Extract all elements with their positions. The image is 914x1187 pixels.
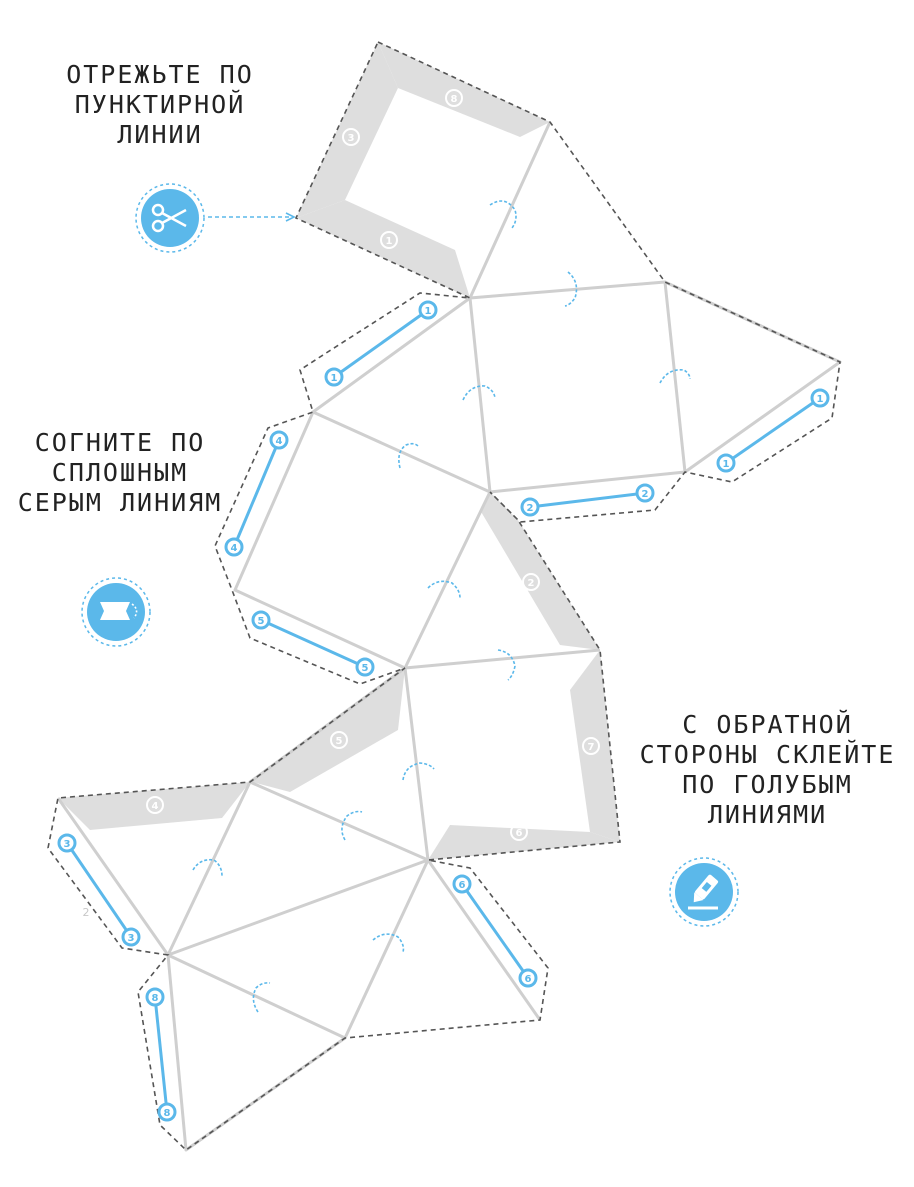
fold-line-e — [404, 648, 601, 670]
svg-text:4: 4 — [276, 436, 283, 447]
fold-line-i — [166, 954, 346, 1152]
svg-text:5: 5 — [336, 736, 343, 747]
cut-connector — [208, 212, 296, 222]
cut-instruction: ОТРЕЖЬТЕ ПО ПУНКТИРНОЙ ЛИНИИ — [66, 60, 254, 149]
glue-instruction: С ОБРАТНОЙ СТОРОНЫ СКЛЕЙТЕ ПО ГОЛУБЫМ ЛИ… — [639, 710, 896, 829]
blue-marker: 4 — [269, 430, 289, 450]
blue-marker: 4 — [224, 537, 244, 557]
svg-text:4: 4 — [231, 543, 238, 554]
svg-text:6: 6 — [516, 828, 523, 839]
blue-marker: 2 — [520, 497, 540, 517]
fold-arrow — [489, 200, 517, 229]
svg-text:8: 8 — [164, 1108, 171, 1119]
svg-text:1: 1 — [386, 236, 393, 247]
glue-icon — [669, 857, 739, 927]
gray-tab-marker: 6 — [510, 823, 528, 841]
blue-markers: 1 1 4 4 5 5 2 2 1 1 6 6 3 3 8 8 — [57, 300, 830, 1122]
gray-tab-marker: 3 — [342, 128, 360, 146]
blue-marker: 2 — [635, 483, 655, 503]
blue-marker: 1 — [810, 388, 830, 408]
fold-arrow — [341, 810, 363, 841]
blue-marker: 3 — [57, 833, 77, 853]
fold-line-h — [167, 859, 430, 1040]
fold-line-a — [468, 121, 552, 299]
blue-glue-lines — [65, 308, 821, 1113]
fold-arrow — [398, 442, 419, 469]
gray-tab-7 — [570, 650, 620, 842]
fold-icon — [81, 577, 151, 647]
svg-text:1: 1 — [817, 394, 824, 405]
svg-text:1: 1 — [331, 373, 338, 384]
svg-text:7: 7 — [588, 742, 595, 753]
blue-marker: 3 — [121, 927, 141, 947]
stray-label: 2 — [83, 906, 90, 919]
fold-arrow — [462, 385, 496, 401]
svg-text:4: 4 — [152, 801, 159, 812]
scissors-icon — [135, 183, 205, 253]
gray-tab-marker: 8 — [445, 89, 463, 107]
fold-line-k — [56, 797, 170, 956]
fold-arrow — [659, 368, 691, 384]
svg-text:2: 2 — [642, 489, 649, 500]
blue-marker: 1 — [418, 300, 438, 320]
blue-marker: 5 — [355, 657, 375, 677]
blue-marker: 1 — [716, 453, 736, 473]
gray-tab-marker: 4 — [146, 796, 164, 814]
blue-marker: 6 — [518, 968, 538, 988]
fold-arrow — [497, 649, 516, 681]
blue-marker: 6 — [452, 874, 472, 894]
fold-arrow — [252, 982, 271, 1013]
fold-arrows — [192, 200, 691, 1013]
blue-marker: 8 — [157, 1102, 177, 1122]
fold-instruction: СОГНИТЕ ПО СПЛОШНЫМ СЕРЫМ ЛИНИЯМ — [17, 428, 223, 517]
svg-text:2: 2 — [527, 503, 534, 514]
gray-tab-marker: 2 — [522, 573, 540, 591]
gray-tab-markers: 8 3 1 2 7 6 5 4 2 — [83, 89, 600, 919]
fold-arrow — [372, 933, 405, 953]
fold-line-b — [468, 280, 687, 494]
svg-text:8: 8 — [152, 993, 159, 1004]
blue-marker: 8 — [145, 987, 165, 1007]
svg-text:5: 5 — [362, 663, 369, 674]
gray-tab-1 — [296, 200, 470, 298]
fold-arrow — [192, 858, 223, 877]
svg-text:8: 8 — [451, 94, 458, 105]
blue-marker: 5 — [251, 610, 271, 630]
gray-tab-2 — [480, 492, 600, 650]
fold-line-d — [233, 411, 492, 670]
fold-line-j — [426, 859, 542, 1021]
svg-text:5: 5 — [258, 616, 265, 627]
svg-text:3: 3 — [64, 839, 71, 850]
gray-tab-5 — [252, 668, 405, 792]
fold-arrow — [402, 762, 435, 781]
svg-text:2: 2 — [528, 578, 535, 589]
svg-text:6: 6 — [525, 974, 532, 985]
gray-tab-marker: 5 — [330, 731, 348, 749]
svg-text:1: 1 — [425, 306, 432, 317]
svg-text:3: 3 — [348, 133, 355, 144]
svg-text:3: 3 — [128, 933, 135, 944]
gray-tab-6 — [428, 825, 620, 860]
blue-marker: 1 — [324, 367, 344, 387]
svg-text:1: 1 — [723, 459, 730, 470]
gray-tab-marker: 1 — [380, 231, 398, 249]
fold-arrow — [427, 580, 461, 599]
gray-tab-marker: 7 — [582, 737, 600, 755]
gray-tab-8 — [378, 42, 550, 137]
svg-text:6: 6 — [459, 880, 466, 891]
